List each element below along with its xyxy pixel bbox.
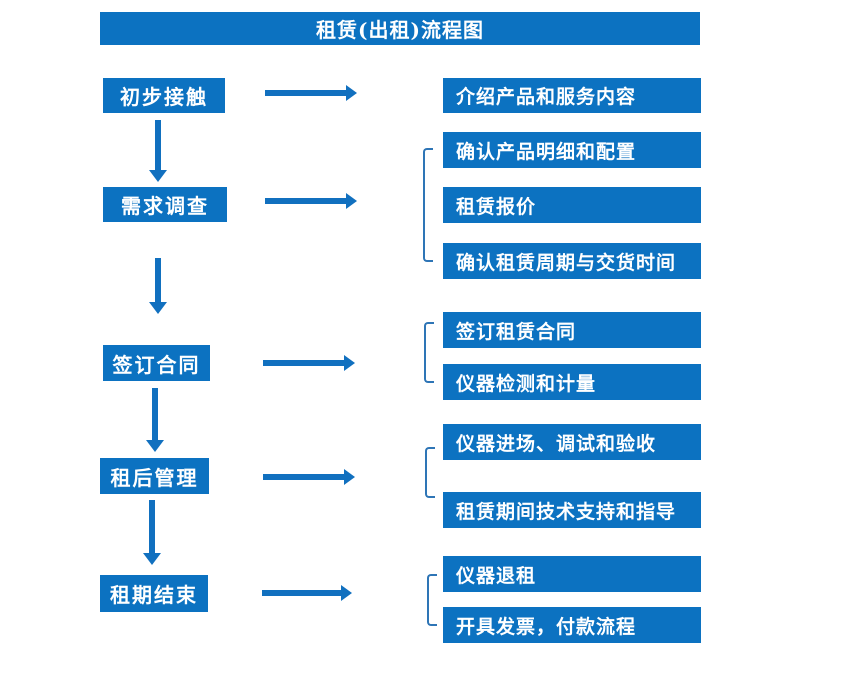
stage-box-demand-survey: 需求调查 xyxy=(103,187,227,222)
detail-box-invoice-payment: 开具发票，付款流程 xyxy=(443,607,701,643)
arrow-right-icon xyxy=(263,469,355,485)
arrow-head xyxy=(346,85,357,101)
arrow-head xyxy=(344,355,355,371)
arrow-shaft xyxy=(152,388,158,442)
detail-box-rental-quote: 租赁报价 xyxy=(443,187,701,223)
stage-box-lease-end: 租期结束 xyxy=(100,575,208,612)
detail-box-instrument-testing: 仪器检测和计量 xyxy=(443,364,701,400)
detail-box-confirm-product-config: 确认产品明细和配置 xyxy=(443,132,701,168)
arrow-right-icon xyxy=(265,193,357,209)
group-bracket-icon xyxy=(427,574,437,626)
detail-box-instrument-return: 仪器退租 xyxy=(443,556,701,592)
flowchart-title: 租赁(出租)流程图 xyxy=(100,12,700,45)
arrow-head xyxy=(146,440,164,452)
arrow-head xyxy=(341,585,352,601)
arrow-shaft xyxy=(262,590,343,596)
arrow-head xyxy=(149,170,167,182)
arrow-shaft xyxy=(263,360,346,366)
group-bracket-icon xyxy=(425,447,435,498)
stage-box-sign-contract: 签订合同 xyxy=(103,345,210,381)
arrow-shaft xyxy=(155,120,161,172)
arrow-down-icon xyxy=(149,258,167,314)
arrow-right-icon xyxy=(265,85,357,101)
arrow-head xyxy=(346,193,357,209)
arrow-right-icon xyxy=(262,585,352,601)
detail-box-instrument-setup-acceptance: 仪器进场、调试和验收 xyxy=(443,424,701,460)
group-bracket-icon xyxy=(423,148,433,262)
detail-box-sign-rental-contract: 签订租赁合同 xyxy=(443,312,701,348)
arrow-down-icon xyxy=(143,500,161,565)
arrow-down-icon xyxy=(149,120,167,182)
arrow-right-icon xyxy=(263,355,355,371)
arrow-shaft xyxy=(265,90,348,96)
arrow-head xyxy=(149,302,167,314)
arrow-shaft xyxy=(155,258,161,304)
arrow-down-icon xyxy=(146,388,164,452)
detail-box-introduce-products: 介绍产品和服务内容 xyxy=(443,78,701,113)
arrow-shaft xyxy=(149,500,155,555)
arrow-shaft xyxy=(265,198,348,204)
stage-box-initial-contact: 初步接触 xyxy=(103,78,225,113)
arrow-head xyxy=(344,469,355,485)
detail-box-confirm-period-delivery: 确认租赁周期与交货时间 xyxy=(443,243,701,279)
arrow-head xyxy=(143,553,161,565)
stage-box-post-rental-management: 租后管理 xyxy=(100,458,209,494)
detail-box-tech-support: 租赁期间技术支持和指导 xyxy=(443,492,701,528)
group-bracket-icon xyxy=(424,322,434,383)
arrow-shaft xyxy=(263,474,346,480)
